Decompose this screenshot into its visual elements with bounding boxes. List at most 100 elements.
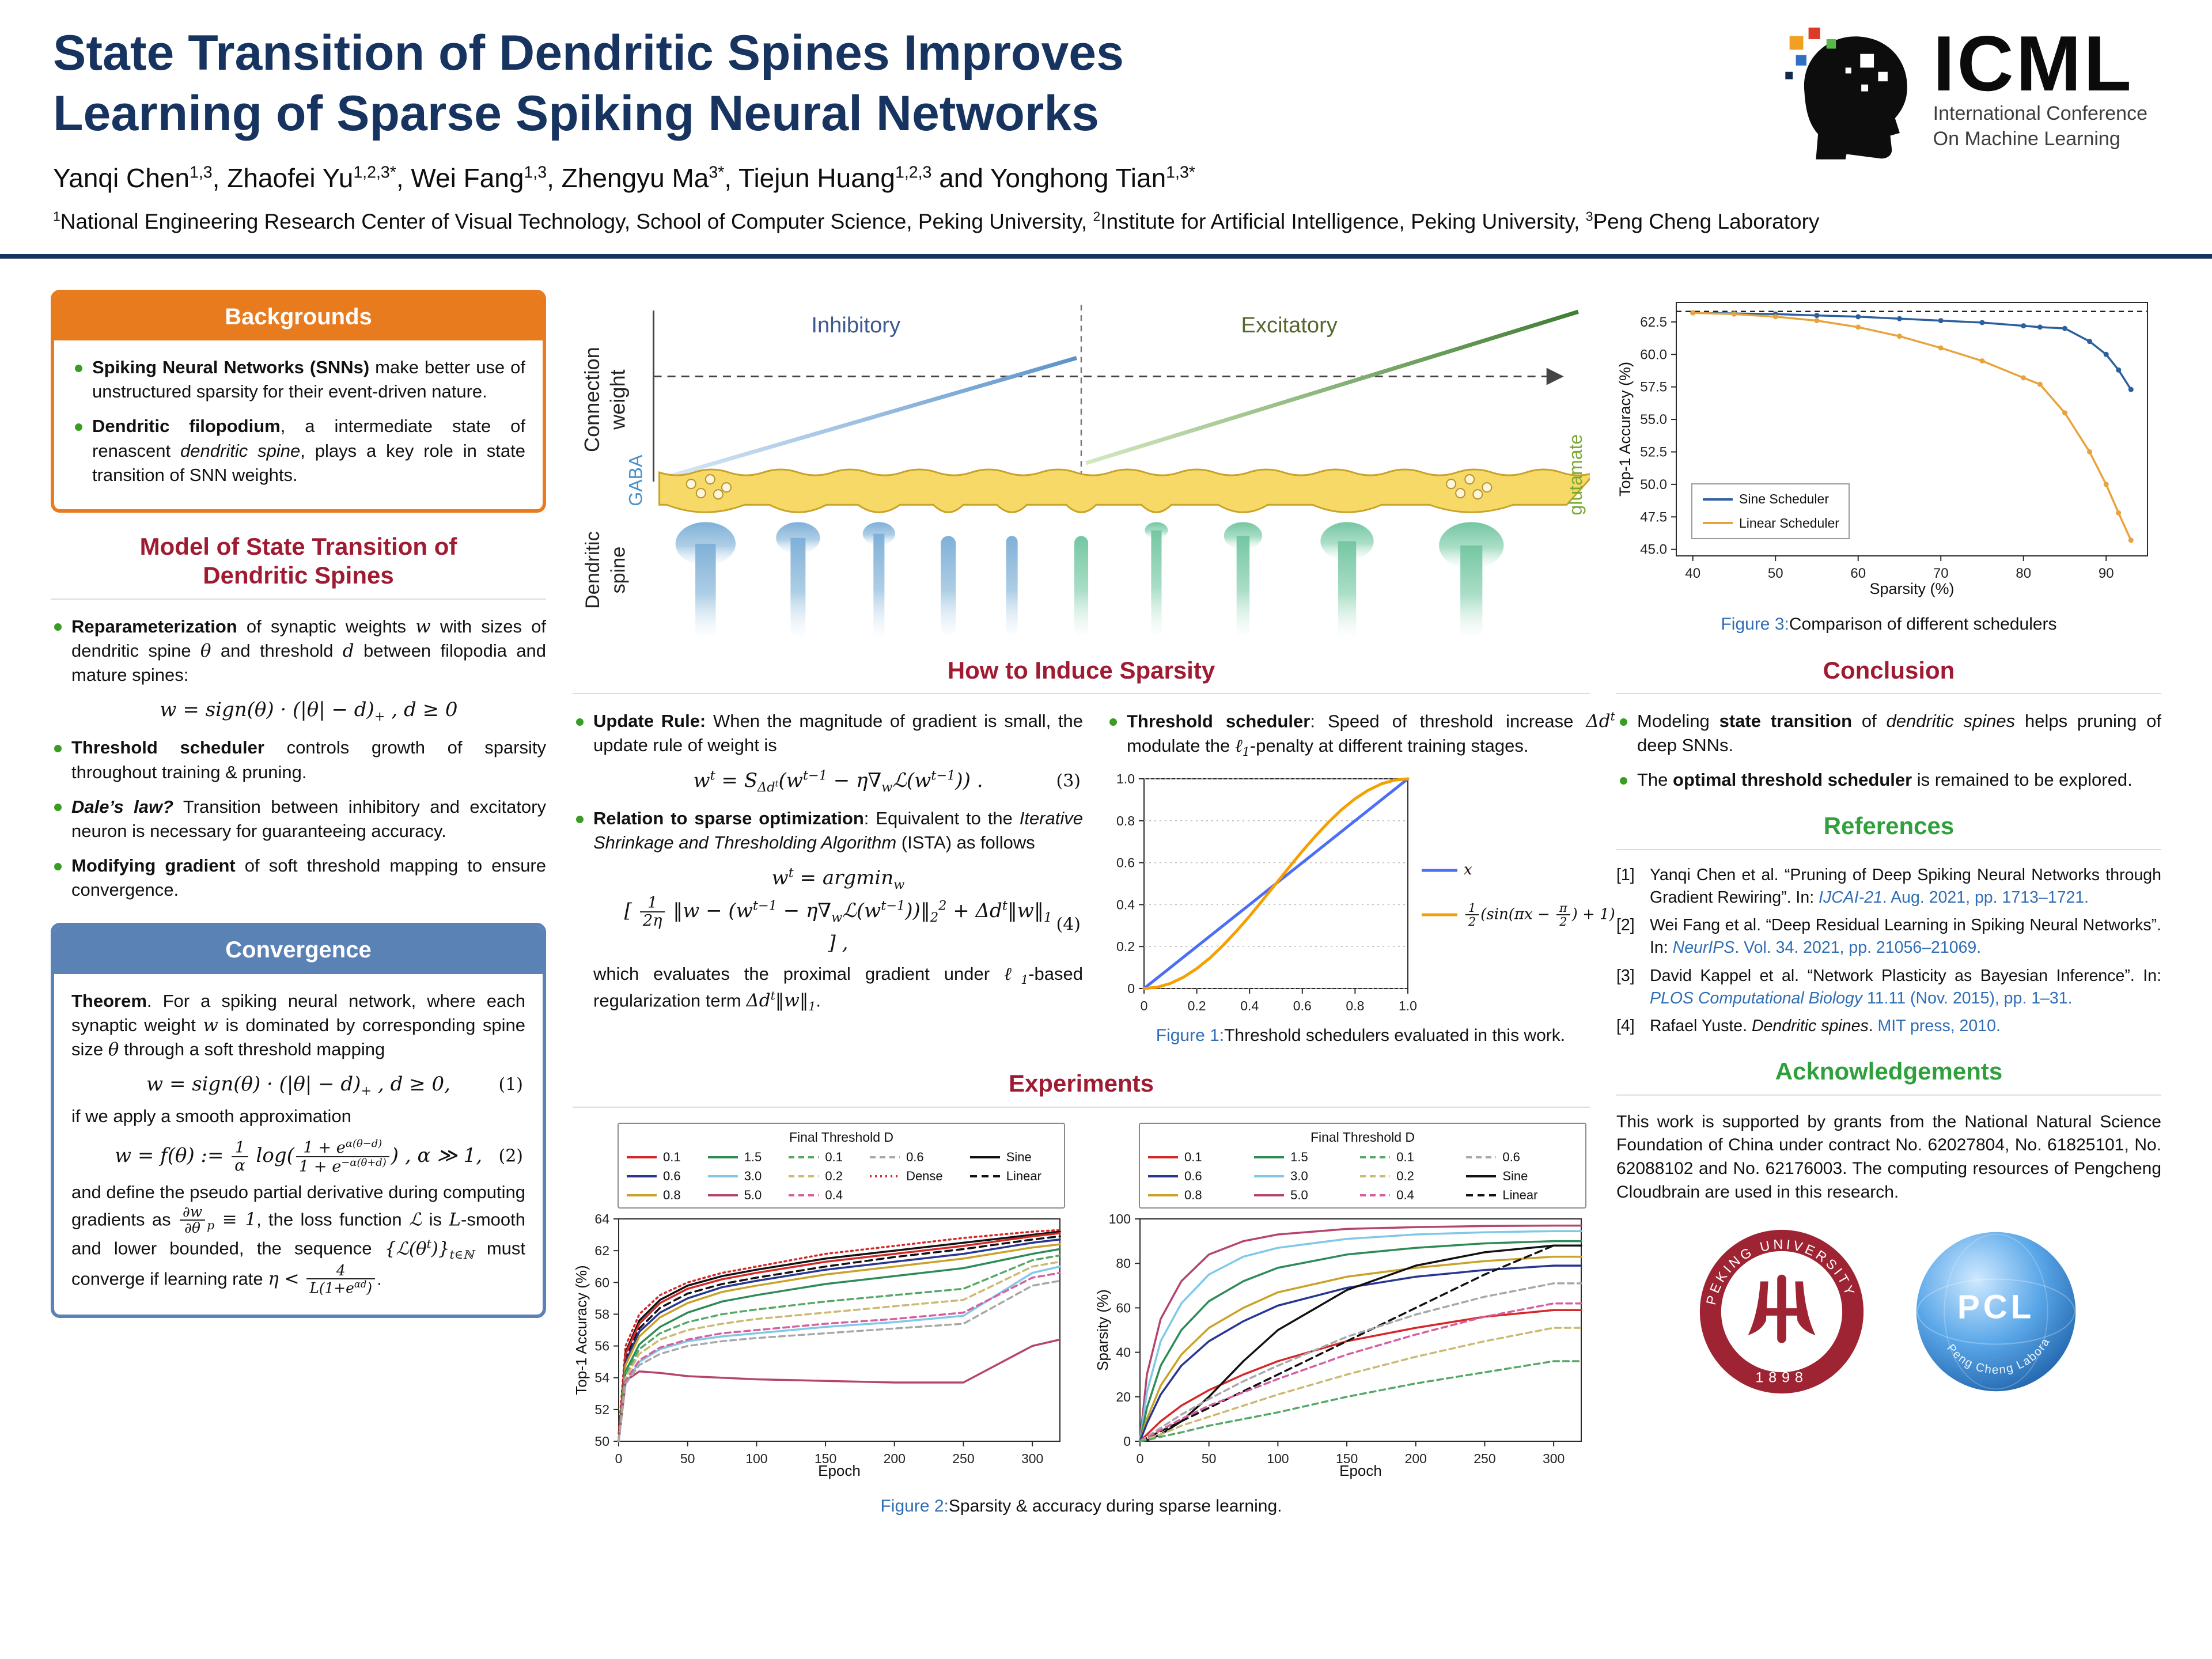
relation-item: Relation to sparse optimization: Equival… [573, 806, 1083, 1015]
svg-text:40: 40 [1116, 1344, 1131, 1359]
section-title-conclusion: Conclusion [1616, 656, 2161, 695]
svg-text:1898: 1898 [1755, 1369, 1808, 1385]
svg-text:0.2: 0.2 [1188, 998, 1206, 1013]
reference-item: [1]Yanqi Chen et al. “Pruning of Deep Sp… [1616, 865, 2161, 907]
svg-text:PCL: PCL [1957, 1288, 2035, 1325]
svg-text:200: 200 [1405, 1451, 1427, 1466]
svg-text:64: 64 [594, 1212, 609, 1226]
svg-text:0.8: 0.8 [1346, 998, 1364, 1013]
svg-text:0.2: 0.2 [1116, 939, 1135, 954]
convergence-body: Theorem. For a spiking neural network, w… [54, 974, 543, 1315]
institution-logos: PEKING UNIVERSITY 1898 PCL [1616, 1228, 2161, 1396]
svg-text:0.6: 0.6 [1116, 855, 1135, 870]
icml-brand: ICML [1933, 20, 2134, 107]
icml-subtitle-1: International Conference [1933, 103, 2147, 125]
excitatory-weight-line [1085, 309, 1579, 465]
connection-weight-label-1: Connection [580, 347, 604, 452]
backgrounds-title: Backgrounds [54, 293, 543, 341]
svg-text:Sparsity (%): Sparsity (%) [1869, 580, 1954, 597]
convergence-box: Convergence Theorem. For a spiking neura… [51, 923, 546, 1319]
dendrite-shapes [658, 468, 1590, 635]
svg-text:0.4: 0.4 [1240, 998, 1259, 1013]
svg-text:50: 50 [1768, 566, 1783, 581]
section-title-model: Model of State Transition of Dendritic S… [51, 532, 546, 600]
svg-text:300: 300 [1021, 1451, 1043, 1466]
svg-text:40: 40 [1685, 566, 1700, 581]
svg-text:0: 0 [615, 1451, 623, 1466]
svg-text:1.0: 1.0 [1116, 771, 1135, 786]
reference-item: [2]Wei Fang et al. “Deep Residual Learni… [1616, 916, 2161, 957]
poster-title: State Transition of Dendritic Spines Imp… [53, 23, 2154, 144]
svg-text:52: 52 [594, 1402, 609, 1417]
dendritic-spine-label-2: spine [607, 547, 629, 594]
peking-university-logo: PEKING UNIVERSITY 1898 [1699, 1229, 1864, 1393]
svg-text:100: 100 [745, 1451, 767, 1466]
references-list: [1]Yanqi Chen et al. “Pruning of Deep Sp… [1616, 864, 2161, 1037]
svg-text:57.5: 57.5 [1640, 379, 1667, 395]
svg-text:20: 20 [1116, 1389, 1131, 1404]
svg-text:55.0: 55.0 [1640, 412, 1667, 427]
header-divider [0, 253, 2212, 259]
middle-column: Inhibitory Excitatory Connection weight … [573, 290, 1615, 1521]
relation-note: which evaluates the proximal gradient un… [593, 963, 1083, 1014]
svg-text:60: 60 [1850, 566, 1866, 581]
equation-3: wt = SΔdt(wt−1 − η∇wℒ(wt−1)) . (3) [693, 768, 1081, 795]
svg-text:150: 150 [1336, 1451, 1358, 1466]
svg-text:50: 50 [1202, 1451, 1217, 1466]
svg-text:52.5: 52.5 [1640, 444, 1667, 460]
affiliations: 1National Engineering Research Center of… [53, 209, 1820, 234]
svg-text:70: 70 [1933, 566, 1949, 581]
icml-head-icon [1785, 27, 1907, 160]
peng-cheng-laboratory-logo: PCL Peng Cheng Laboratory [1912, 1228, 2076, 1391]
svg-text:0: 0 [1141, 998, 1148, 1013]
svg-text:80: 80 [2016, 566, 2031, 581]
svg-text:0.4: 0.4 [1116, 897, 1135, 912]
authors: Yanqi Chen1,3, Zhaofei Yu1,2,3*, Wei Fan… [53, 162, 1195, 193]
svg-text:100: 100 [1109, 1212, 1131, 1226]
title-line1: State Transition of Dendritic Spines Imp… [53, 25, 1124, 81]
svg-text:0: 0 [1137, 1451, 1144, 1466]
svg-text:56: 56 [594, 1338, 609, 1353]
backgrounds-body: Spiking Neural Networks (SNNs) make bett… [54, 340, 543, 509]
sparsity-right: Threshold scheduler: Speed of threshold … [1106, 709, 1615, 1050]
background-item: Spiking Neural Networks (SNNs) make bett… [71, 355, 525, 404]
section-title-references: References [1616, 812, 2161, 850]
svg-text:100: 100 [1267, 1451, 1289, 1466]
svg-text:250: 250 [952, 1451, 974, 1466]
svg-text:Top-1 Accuracy (%): Top-1 Accuracy (%) [1616, 362, 1634, 497]
section-title-experiments: Experiments [573, 1069, 1590, 1108]
inhibitory-label: Inhibitory [811, 313, 900, 338]
svg-text:Epoch: Epoch [818, 1462, 861, 1479]
convergence-title: Convergence [54, 926, 543, 974]
sparsity-left: Update Rule: When the magnitude of gradi… [573, 709, 1083, 1050]
svg-text:0.6: 0.6 [1293, 998, 1312, 1013]
dendritic-spine-label-1: Dendritic [582, 531, 604, 609]
glutamate-label: glutamate [1565, 434, 1586, 515]
header: State Transition of Dendritic Spines Imp… [0, 0, 2212, 254]
title-line2: Learning of Sparse Spiking Neural Networ… [53, 85, 1099, 141]
equation-4a: wt = argminw [771, 865, 905, 892]
icml-logo: ICML International Conference On Machine… [1781, 20, 2147, 164]
gaba-label: GABA [625, 454, 646, 506]
svg-text:47.5: 47.5 [1640, 509, 1667, 525]
svg-text:60: 60 [1116, 1300, 1131, 1315]
icml-text: ICML International Conference On Machine… [1933, 20, 2147, 152]
backgrounds-box: Backgrounds Spiking Neural Networks (SNN… [51, 289, 546, 513]
svg-text:60: 60 [594, 1275, 609, 1290]
svg-text:Epoch: Epoch [1339, 1462, 1382, 1479]
section-title-acknowledgements: Acknowledgements [1616, 1057, 2161, 1096]
svg-text:300: 300 [1543, 1451, 1565, 1466]
inhibitory-weight-line [670, 355, 1077, 478]
model-item: Dale’s law? Transition between inhibitor… [51, 795, 546, 843]
svg-text:150: 150 [815, 1451, 836, 1466]
